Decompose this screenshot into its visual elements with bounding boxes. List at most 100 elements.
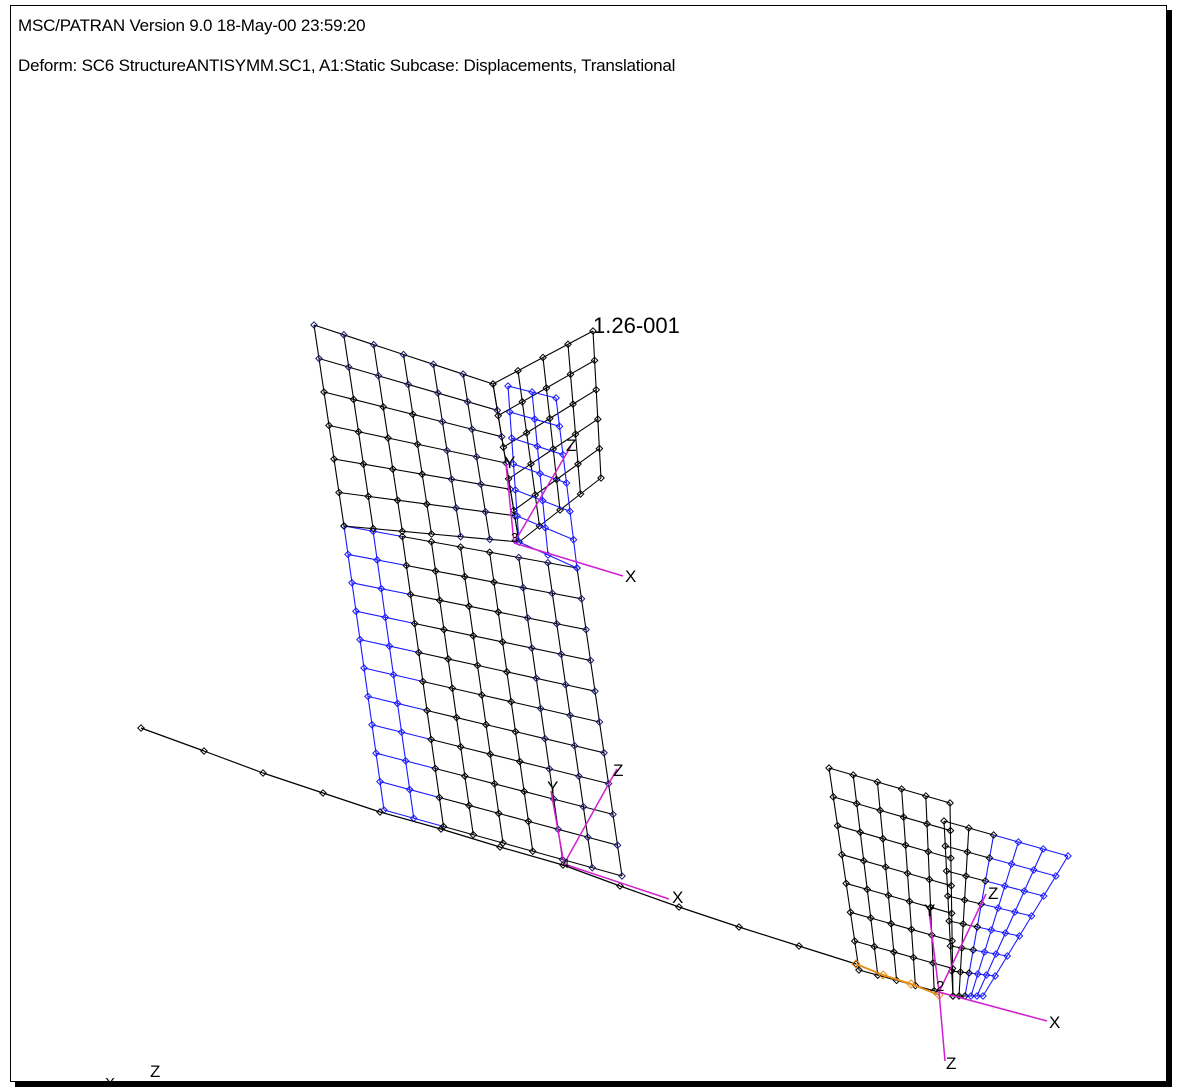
element-edge (448, 658, 478, 666)
element-edge (393, 674, 423, 683)
node-marker (408, 410, 417, 419)
element-edge (911, 928, 932, 936)
node-marker (398, 527, 407, 536)
node-marker (566, 370, 575, 379)
element-edge (570, 359, 595, 375)
node-marker (960, 896, 969, 904)
element-edge (409, 789, 415, 819)
node-marker (543, 558, 552, 567)
element-edge (542, 500, 571, 512)
frame1-x-label: X (625, 567, 636, 586)
element-edge (986, 974, 996, 977)
element-edge (405, 760, 411, 790)
element-edge (359, 639, 390, 647)
node-marker (482, 720, 490, 729)
element-edge (435, 570, 465, 578)
node-marker (941, 842, 950, 850)
element-edge (489, 552, 495, 583)
element-edge (418, 652, 424, 682)
node-marker (1029, 866, 1038, 874)
element-edge (948, 920, 951, 947)
element-edge (313, 324, 345, 336)
element-edge (512, 463, 516, 491)
element-edge (446, 450, 453, 480)
element-edge (531, 391, 536, 420)
element-edge (397, 500, 403, 532)
element-edge (985, 880, 1005, 887)
node-marker (825, 764, 833, 772)
element-edge (383, 406, 413, 415)
node-marker (589, 327, 597, 335)
node-marker (368, 720, 376, 729)
node-marker (675, 903, 683, 911)
element-edge (943, 820, 946, 847)
node-marker (344, 550, 352, 559)
element-edge (408, 383, 439, 394)
element-edge (565, 684, 571, 716)
frame2-origin-label: 4 (562, 856, 569, 871)
element-edge (367, 496, 374, 529)
node-marker (460, 572, 469, 581)
element-edge (946, 870, 949, 897)
element-edge (1018, 915, 1033, 937)
node-marker (405, 785, 414, 794)
element-edge (925, 795, 951, 804)
element-edge (471, 429, 478, 457)
node-marker (414, 648, 423, 657)
graphics-viewport[interactable]: MSC/PATRAN Version 9.0 18-May-00 23:59:2… (10, 5, 1167, 1082)
element-edge (539, 509, 561, 527)
element-edge (464, 776, 470, 806)
element-edge (426, 503, 457, 509)
element-edge (569, 714, 600, 723)
node-marker (588, 863, 597, 872)
element-edge (523, 790, 554, 800)
element-edge (547, 562, 553, 594)
element-edge (574, 745, 605, 754)
node-marker (448, 684, 457, 693)
node-marker (374, 371, 383, 380)
node-marker (356, 635, 364, 644)
element-edge (439, 600, 445, 630)
element-edge (519, 761, 525, 792)
element-edge (430, 738, 461, 748)
node-marker (878, 970, 888, 980)
element-edge (353, 399, 360, 432)
node-marker (855, 966, 863, 974)
element-edge (557, 828, 588, 838)
node-marker (489, 380, 497, 388)
element-edge (845, 882, 868, 890)
element-edge (946, 870, 967, 877)
element-edge (412, 413, 443, 423)
element-edge (549, 403, 574, 419)
node-marker (613, 841, 622, 850)
beam-element (499, 846, 564, 866)
element-edge (363, 667, 369, 697)
element-edge (544, 527, 549, 556)
element-edge (576, 567, 583, 599)
node-marker (924, 847, 933, 856)
node-marker (536, 704, 545, 713)
element-edge (338, 491, 369, 497)
node-marker (469, 830, 478, 839)
node-marker (472, 452, 481, 461)
element-edge (965, 875, 986, 882)
element-edge (540, 707, 571, 716)
node-marker (513, 512, 522, 520)
element-edge (392, 469, 399, 501)
node-marker (548, 589, 557, 598)
element-edge (517, 357, 544, 372)
element-edge (392, 674, 399, 704)
node-marker (982, 971, 991, 979)
element-edge (966, 827, 970, 853)
element-edge (509, 411, 535, 420)
element-edge (962, 899, 966, 925)
element-edge (371, 724, 377, 754)
beam-element (262, 772, 324, 794)
node-marker (1039, 892, 1048, 900)
node-marker (511, 727, 520, 736)
element-edge (592, 867, 623, 877)
node-marker (452, 504, 461, 512)
node-marker (398, 532, 407, 541)
element-edge (431, 533, 461, 538)
element-edge (431, 541, 461, 548)
